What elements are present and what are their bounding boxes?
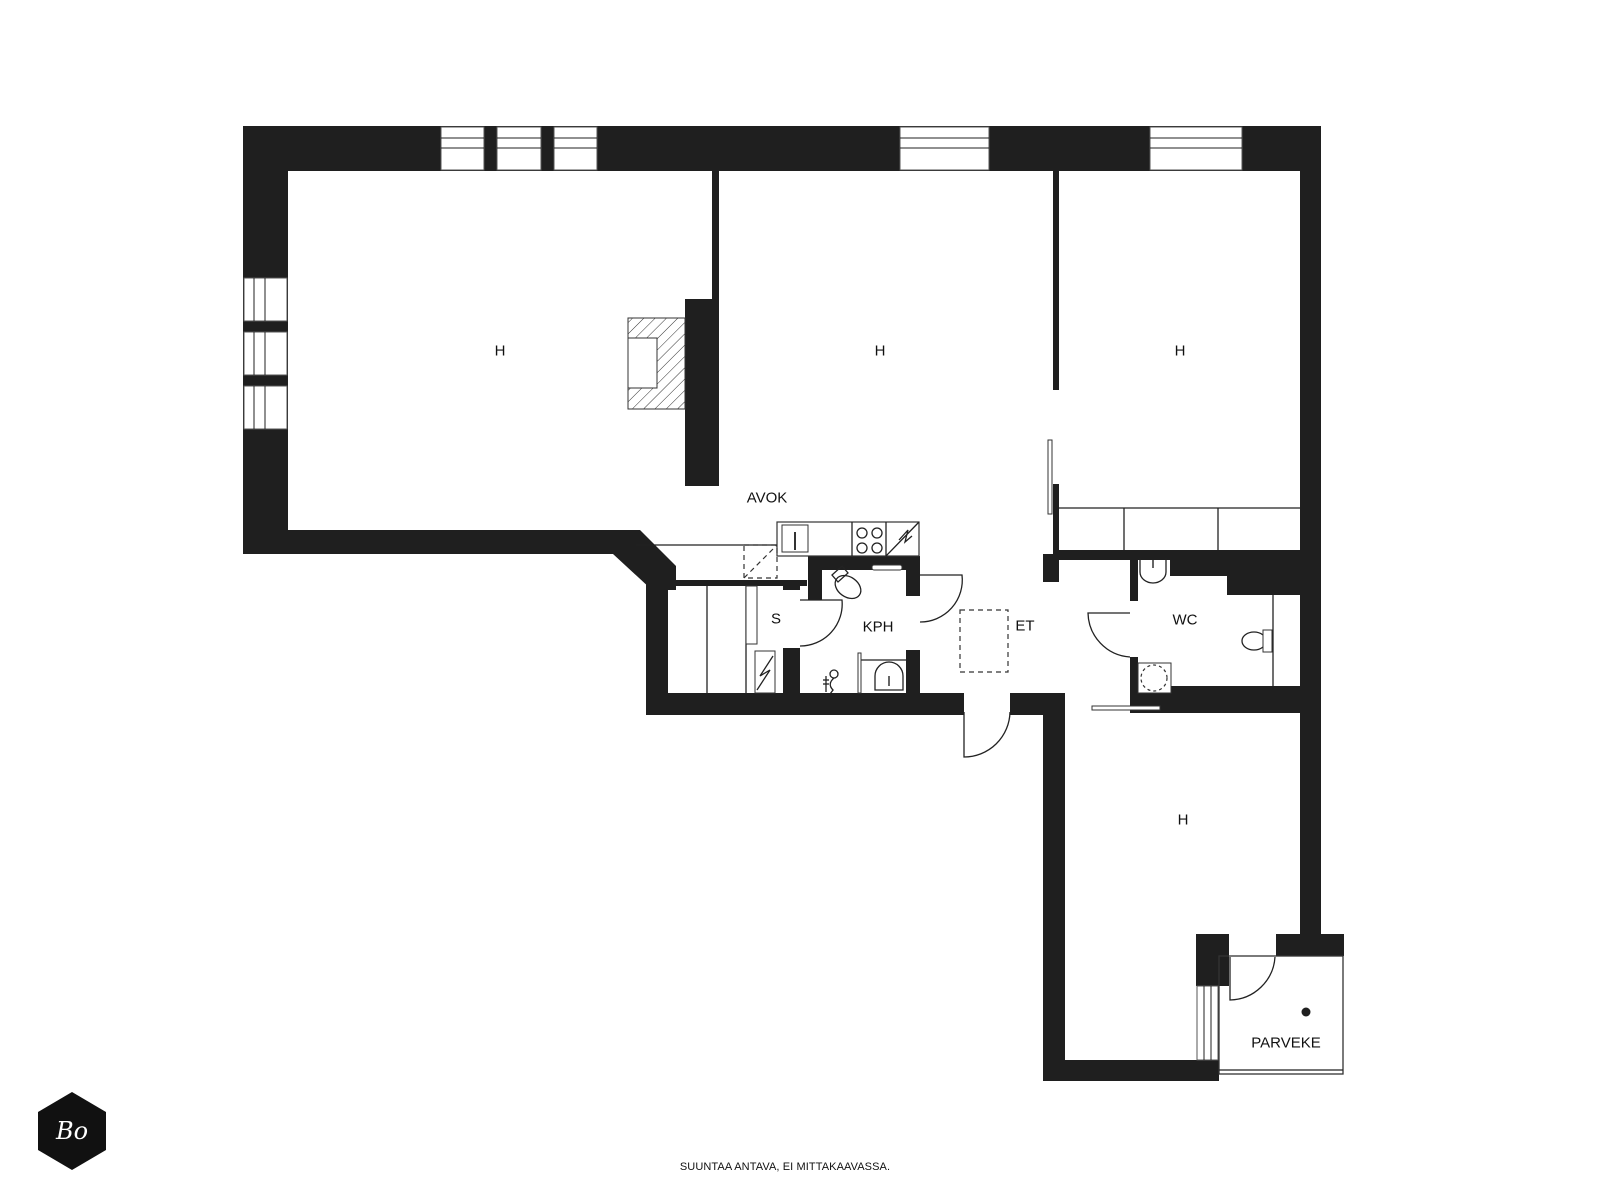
floor-drain-icon [1137,662,1172,694]
brand-logo: Bo [38,1092,106,1170]
stove-icon [856,527,883,554]
room-label-h-1: H [494,342,506,360]
toilet-icon [831,565,862,600]
fridge-icon [885,521,920,557]
windows [243,126,1243,1061]
kitchen-counter [636,521,920,579]
fireplace-icon [627,317,686,410]
storage-shelves [706,585,776,694]
room-label-h-3: H [1174,342,1186,360]
wardrobe [1059,507,1300,550]
balcony [1218,955,1344,1075]
room-label-wc: WC [1172,611,1198,629]
room-label-h-2: H [874,342,886,360]
balcony-post-icon [1301,1007,1311,1017]
shower-icon [823,669,839,695]
door-entry [963,711,1011,758]
dishwasher-icon [743,544,778,579]
washing-machine-icon [871,564,903,571]
sliding-door-lower [1091,705,1161,711]
interior-walls [652,171,1300,713]
scale-disclaimer: SUUNTAA ANTAVA, EI MITTAKAAVASSA. [679,1161,891,1173]
doors [799,439,1276,1001]
room-label-avok: AVOK [746,489,788,507]
logo-text: Bo [55,1117,89,1145]
sliding-door [1047,439,1053,515]
exterior-walls [243,126,1344,1081]
door-storage [799,599,843,647]
room-label-h-4: H [1177,811,1189,829]
wc-toilet-icon [1241,595,1274,686]
door-balcony [1229,956,1276,1001]
room-label-et: ET [1015,617,1035,635]
door-wc [1087,612,1131,658]
room-label-parveke: PARVEKE [1251,1034,1321,1052]
wc-sink-icon [1139,558,1167,584]
room-label-s: S [770,610,782,628]
room-label-kph: KPH [862,618,894,636]
door-bathroom [919,574,963,623]
entry-mat [959,609,1009,673]
hexagon-icon [38,1092,106,1170]
bathroom-sink-icon [857,652,906,694]
